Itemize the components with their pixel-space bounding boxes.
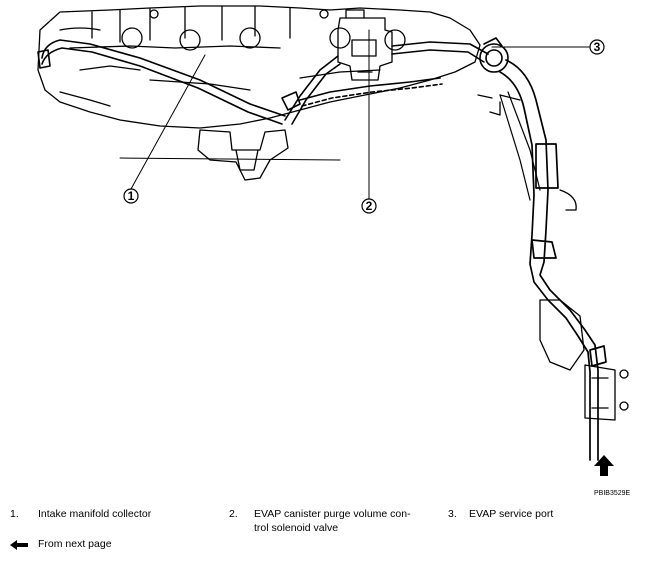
evap-hose-center (281, 41, 489, 125)
legend-item-number: 1. (10, 508, 19, 520)
legend-item-number: 3. (448, 508, 457, 520)
legend-item-number: 2. (229, 508, 238, 520)
lower-bracket (539, 189, 629, 421)
callout-3-label: 3 (594, 40, 601, 54)
intake-manifold-collector (37, 5, 481, 129)
up-arrow-icon (594, 455, 614, 476)
figure-code: PBIB3529E (594, 490, 631, 497)
arrow-note-text: From next page (38, 538, 112, 550)
evap-hose-diagram: 1 2 3 (37, 5, 629, 476)
leader-lines (130, 29, 590, 200)
evap-hose-left (37, 39, 286, 125)
legend: 1. Intake manifold collector 2. EVAP can… (0, 505, 651, 562)
evap-service-port (479, 37, 509, 73)
callout-2-label: 2 (366, 199, 373, 213)
purge-volume-control-solenoid-valve (337, 9, 393, 81)
callout-2: 2 (361, 198, 377, 214)
callout-3: 3 (589, 39, 605, 55)
legend-item-text-line1: EVAP canister purge volume con- (254, 508, 411, 520)
evap-hose-right (499, 59, 607, 461)
callout-1: 1 (123, 188, 139, 204)
left-arrow-icon (10, 540, 28, 550)
legend-item-text: EVAP service port (469, 508, 554, 520)
legend-item-text: Intake manifold collector (38, 508, 152, 520)
legend-item-text-line2: trol solenoid valve (254, 522, 339, 534)
callout-1-label: 1 (128, 189, 135, 203)
mounting-bracket (119, 94, 521, 181)
legend-item-text: EVAP canister purge volume con- trol sol… (254, 507, 429, 535)
